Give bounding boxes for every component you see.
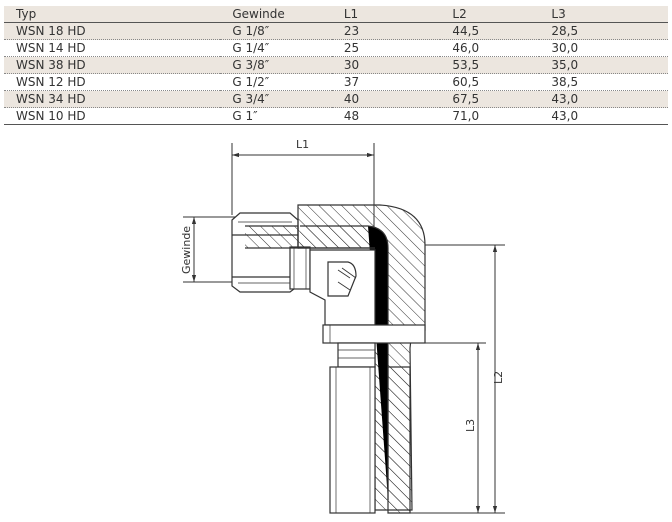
table-row: WSN 14 HD G 1/4″ 25 46,0 30,0 [4, 39, 668, 57]
cell-l1: 30 [343, 58, 360, 72]
col-header-l1: L1 [343, 7, 359, 21]
cell-gewinde: G 3/8″ [232, 58, 270, 72]
cell-typ: WSN 18 HD [16, 24, 86, 38]
table-row: WSN 18 HD G 1/8″ 23 44,5 28,5 [4, 22, 668, 40]
cell-typ: WSN 38 HD [16, 58, 86, 72]
cell-l3: 28,5 [551, 24, 579, 38]
header-row: Typ Gewinde L1 L2 L3 [4, 6, 668, 23]
cell-l2: 60,5 [452, 75, 480, 89]
cell-l3: 30,0 [551, 41, 579, 55]
table-row: WSN 12 HD G 1/2″ 37 60,5 38,5 [4, 73, 668, 91]
cell-typ: WSN 14 HD [16, 41, 86, 55]
cell-l3: 43,0 [551, 92, 579, 106]
table-row: WSN 34 HD G 3/4″ 40 67,5 43,0 [4, 90, 668, 108]
cell-l2: 53,5 [452, 58, 480, 72]
spec-table: Typ Gewinde L1 L2 L3 WSN 18 HD G 1/8″ 23… [4, 6, 668, 125]
spec-table-body: WSN 18 HD G 1/8″ 23 44,5 28,5 WSN 14 HD … [4, 22, 668, 125]
dimension-l3: L3 [412, 342, 486, 513]
dimension-l2-label: L2 [492, 371, 505, 384]
cell-gewinde: G 1/2″ [232, 75, 270, 89]
cell-typ: WSN 10 HD [16, 109, 86, 123]
cell-l2: 46,0 [452, 41, 480, 55]
cell-l1: 37 [343, 75, 360, 89]
cell-l1: 48 [343, 109, 360, 123]
cell-l3: 38,5 [551, 75, 579, 89]
dimension-l1-label: L1 [296, 138, 309, 151]
fitting-body [231, 204, 426, 514]
cell-l2: 67,5 [452, 92, 480, 106]
cell-gewinde: G 1/8″ [232, 24, 270, 38]
cell-gewinde: G 1/4″ [232, 41, 270, 55]
cell-gewinde: G 3/4″ [232, 92, 270, 106]
dimension-l2: L2 [410, 244, 505, 514]
cell-l3: 35,0 [551, 58, 579, 72]
col-header-gewinde: Gewinde [232, 7, 285, 21]
table-row: WSN 38 HD G 3/8″ 30 53,5 35,0 [4, 56, 668, 74]
dimension-gewinde-label: Gewinde [180, 226, 193, 274]
cell-l1: 40 [343, 92, 360, 106]
spec-table-header: Typ Gewinde L1 L2 L3 [4, 6, 668, 23]
dimension-l1: L1 [231, 138, 375, 245]
col-header-l3: L3 [551, 7, 566, 21]
cell-typ: WSN 34 HD [16, 92, 86, 106]
cell-gewinde: G 1″ [232, 109, 258, 123]
cell-l3: 43,0 [551, 109, 579, 123]
cell-l2: 71,0 [452, 109, 480, 123]
cell-l1: 25 [343, 41, 360, 55]
col-header-l2: L2 [452, 7, 467, 21]
dimension-l3-label: L3 [464, 419, 477, 432]
table-row: WSN 10 HD G 1″ 48 71,0 43,0 [4, 107, 668, 125]
cell-l2: 44,5 [452, 24, 480, 38]
col-header-typ: Typ [16, 7, 37, 21]
cell-l1: 23 [343, 24, 360, 38]
cell-typ: WSN 12 HD [16, 75, 86, 89]
